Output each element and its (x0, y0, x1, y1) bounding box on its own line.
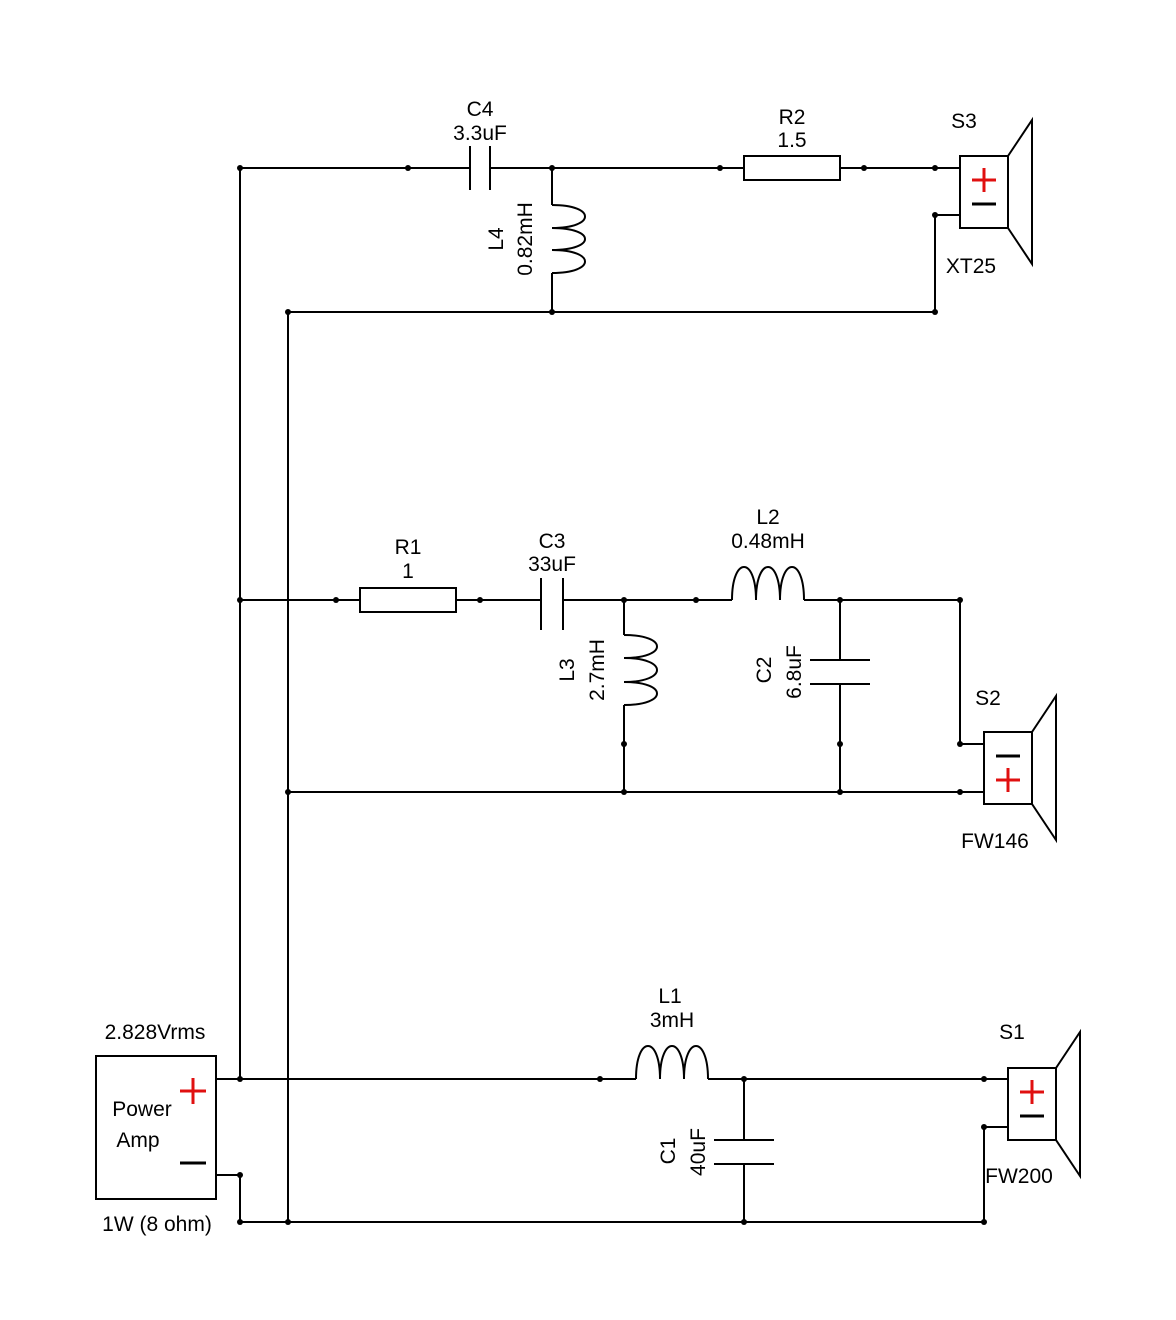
s1-cone (1055, 1028, 1081, 1180)
junction-dot (741, 1076, 747, 1082)
c3-value: 33uF (528, 553, 576, 576)
l2-value: 0.48mH (731, 530, 805, 553)
junction-dot (932, 212, 938, 218)
c3-ref: C3 (539, 530, 566, 553)
speaker-s2: S2 FW146 (961, 687, 1057, 853)
r2-ref: R2 (779, 106, 806, 129)
r1-ref: R1 (395, 536, 422, 559)
capacitor-c4: C4 3.3uF (453, 98, 507, 190)
s2-model: FW146 (961, 830, 1029, 853)
s3-model: XT25 (946, 255, 996, 278)
resistor-r2: R2 1.5 (743, 106, 841, 181)
capacitor-c3: C3 33uF (528, 530, 576, 630)
junction-dot (477, 597, 483, 603)
inductor-l1: L1 3mH (635, 985, 709, 1080)
r2-value: 1.5 (777, 129, 806, 152)
junction-dot (237, 1076, 243, 1082)
amp-power-label: 1W (8 ohm) (102, 1213, 212, 1236)
junction-dot (741, 1219, 747, 1225)
junction-dot (285, 1219, 291, 1225)
junction-dot (981, 1076, 987, 1082)
junction-dot (957, 597, 963, 603)
amp-name-line1: Power (112, 1098, 172, 1121)
plus-icon (972, 168, 996, 192)
capacitor-c1: C1 40uF (657, 1128, 774, 1176)
inductor-l4: L4 0.82mH (485, 202, 586, 276)
l3-coil (623, 634, 658, 706)
junction-dot (333, 597, 339, 603)
power-amp-box (95, 1055, 217, 1200)
plus-icon (996, 768, 1020, 792)
s2-ref: S2 (975, 687, 1001, 710)
junction-dot (837, 597, 843, 603)
plus-icon (180, 1078, 206, 1104)
junction-dot (621, 741, 627, 747)
junction-dot (693, 597, 699, 603)
s2-cone (1031, 692, 1057, 844)
junction-dot (237, 1172, 243, 1178)
junction-dot (597, 1076, 603, 1082)
junction-dot (237, 1219, 243, 1225)
r1-body (359, 587, 457, 613)
s3-ref: S3 (951, 110, 977, 133)
c4-value: 3.3uF (453, 122, 507, 145)
r2-body (743, 155, 841, 181)
l2-coil (731, 566, 805, 601)
junction-dot (621, 597, 627, 603)
junction-dot (717, 165, 723, 171)
junction-dot (549, 309, 555, 315)
s3-cone (1007, 116, 1033, 268)
l4-value: 0.82mH (514, 202, 537, 276)
capacitor-c2: C2 6.8uF (753, 645, 870, 699)
junction-dot (405, 165, 411, 171)
l4-coil (551, 204, 586, 274)
junction-dot (837, 789, 843, 795)
inductor-l3: L3 2.7mH (556, 634, 658, 706)
l4-ref: L4 (485, 227, 508, 251)
l3-value: 2.7mH (586, 639, 609, 701)
speaker-s3: S3 XT25 (946, 110, 1033, 278)
junction-dot (932, 165, 938, 171)
amp-voltage-label: 2.828Vrms (105, 1021, 206, 1044)
c1-ref: C1 (657, 1138, 680, 1165)
junction-dot (285, 309, 291, 315)
c4-ref: C4 (467, 98, 494, 121)
speaker-s1: S1 FW200 (985, 1021, 1081, 1188)
junction-dot (285, 789, 291, 795)
l1-value: 3mH (650, 1009, 694, 1032)
resistor-r1: R1 1 (359, 536, 457, 613)
l1-coil (635, 1045, 709, 1080)
junction-dots (237, 165, 987, 1225)
junction-dot (861, 165, 867, 171)
amp-name-line2: Amp (116, 1129, 159, 1152)
wires (216, 167, 1008, 1223)
power-amp: 2.828Vrms Power Amp 1W (8 ohm) (95, 1021, 217, 1236)
s1-model: FW200 (985, 1165, 1053, 1188)
junction-dot (549, 165, 555, 171)
plus-icon (1020, 1080, 1044, 1104)
l2-ref: L2 (756, 506, 779, 529)
junction-dot (957, 741, 963, 747)
l1-ref: L1 (658, 985, 681, 1008)
c1-value: 40uF (687, 1128, 710, 1176)
junction-dot (932, 309, 938, 315)
inductor-l2: L2 0.48mH (731, 506, 805, 601)
junction-dot (237, 165, 243, 171)
c2-value: 6.8uF (783, 645, 806, 699)
junction-dot (981, 1219, 987, 1225)
junction-dot (237, 597, 243, 603)
junction-dot (837, 741, 843, 747)
l3-ref: L3 (556, 658, 579, 681)
c2-ref: C2 (753, 657, 776, 684)
junction-dot (981, 1124, 987, 1130)
s1-ref: S1 (999, 1021, 1025, 1044)
r1-value: 1 (402, 560, 414, 583)
junction-dot (957, 789, 963, 795)
junction-dot (621, 789, 627, 795)
